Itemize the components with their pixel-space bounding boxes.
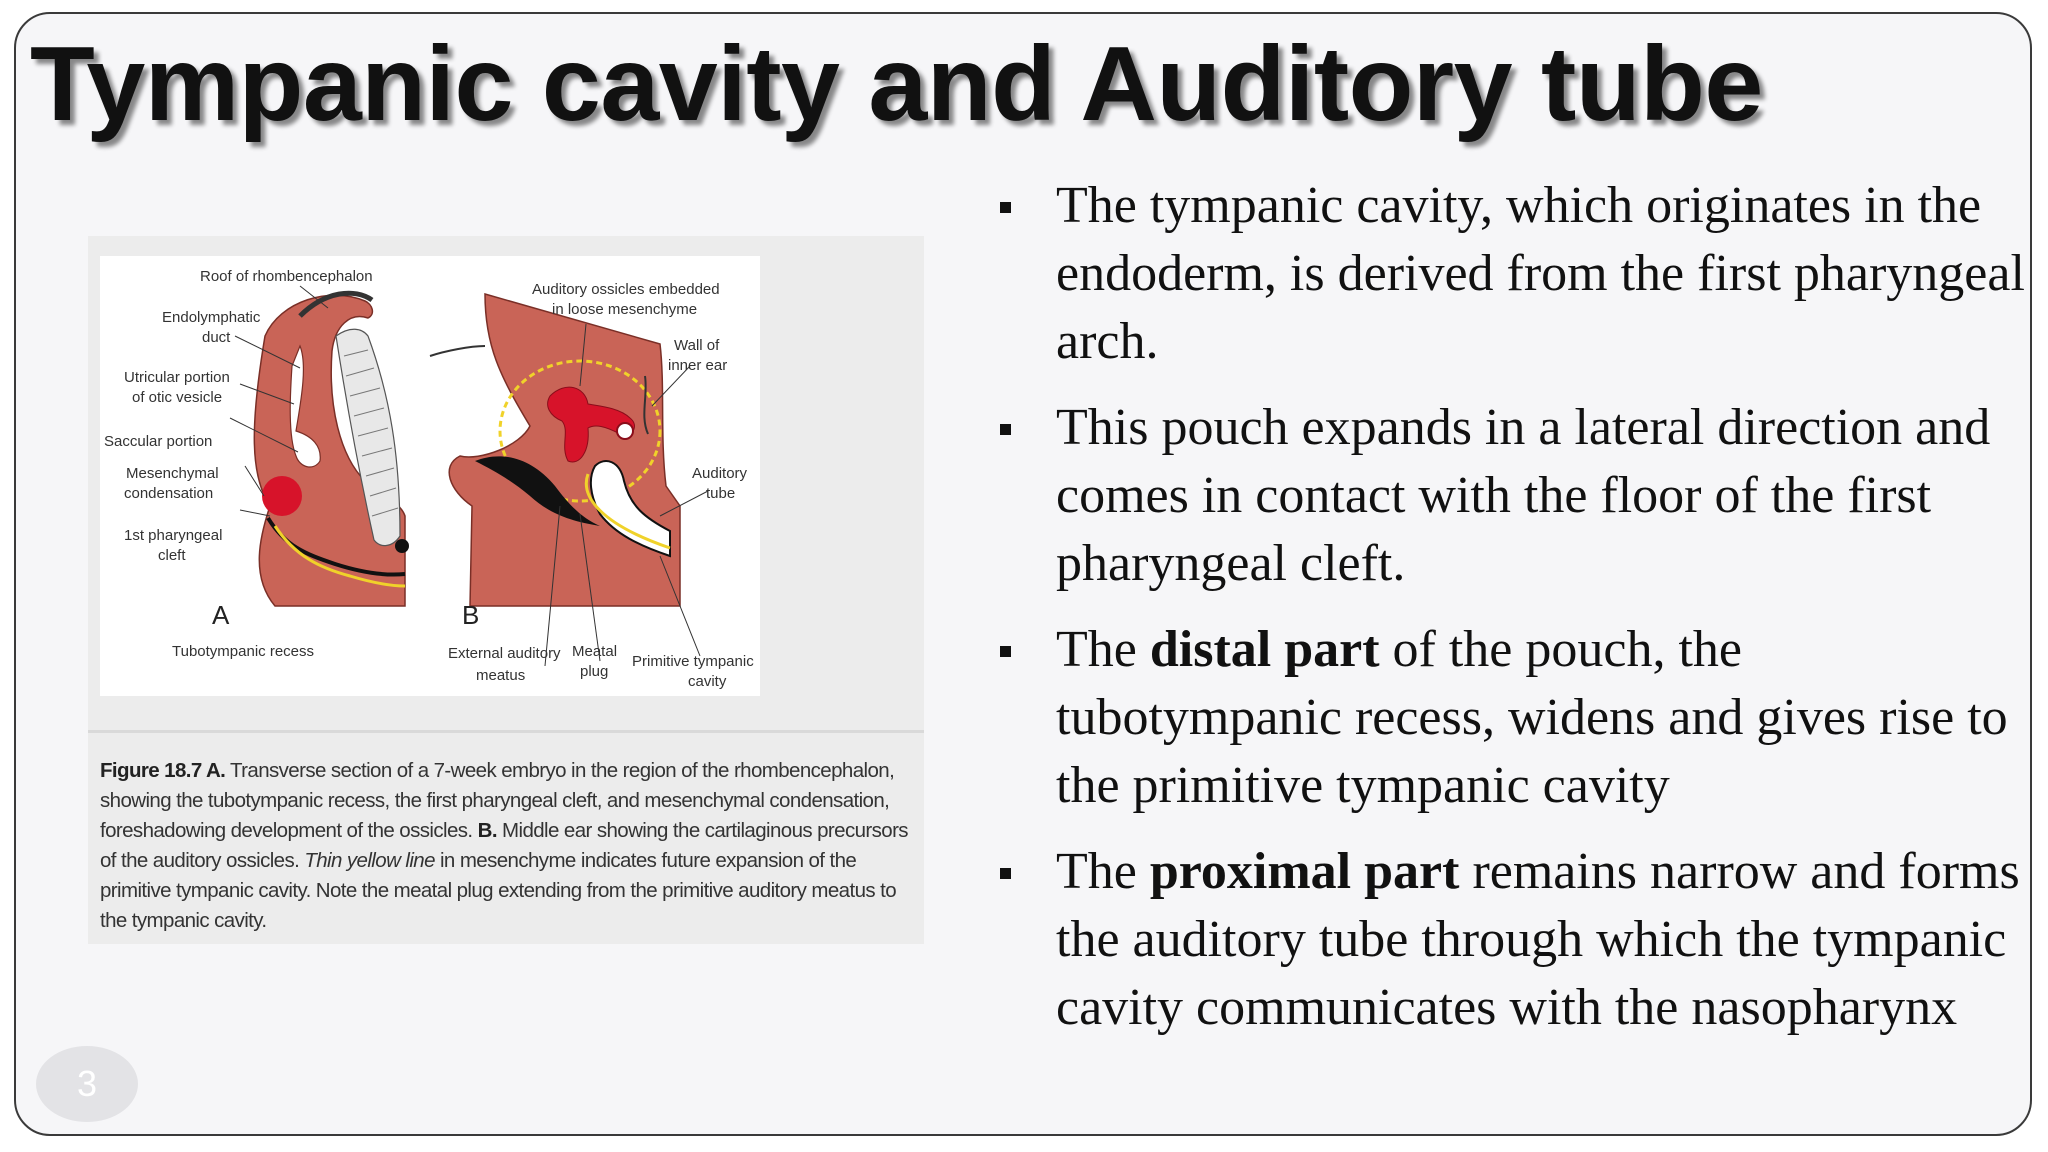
panel-a-drawing — [253, 290, 409, 607]
bullet-item: The tympanic cavity, which originates in… — [986, 172, 2026, 376]
label-roof: Roof of rhombencephalon — [200, 268, 373, 285]
caption-figure-label: Figure 18.7 A. — [100, 759, 226, 782]
label-mesenchymal-1: Mesenchymal — [126, 465, 219, 482]
slide-title: Tympanic cavity and Auditory tube — [30, 25, 1763, 143]
slide-number: 3 — [36, 1046, 138, 1122]
otic-vesicle — [289, 344, 321, 468]
label-auditory-1: Auditory — [692, 465, 748, 482]
mesenchymal-condensation — [262, 476, 302, 516]
slide: Tympanic cavity and Auditory tube — [14, 12, 2032, 1136]
figure-caption: Figure 18.7 A. Transverse section of a 7… — [100, 756, 910, 936]
label-wall-2: inner ear — [668, 357, 727, 374]
label-auditory-2: tube — [706, 485, 735, 502]
label-pharyngeal-2: cleft — [158, 547, 186, 564]
bullet-text: This pouch expands in a lateral directio… — [1056, 399, 1991, 592]
bullet-item: The distal part of the pouch, the tuboty… — [986, 616, 2026, 820]
figure-illustration: Roof of rhombencephalon Endolymphatic du… — [100, 256, 760, 696]
bullet-item: The proximal part remains narrow and for… — [986, 838, 2026, 1042]
leader-lines — [229, 285, 709, 667]
label-panel-a: A — [212, 600, 230, 630]
inner-ear-wall — [643, 375, 649, 435]
caption-text-c: in mesenchyme indicates future expansion… — [100, 849, 897, 932]
label-endolymphatic-2: duct — [202, 329, 231, 346]
hatch-lines — [343, 349, 399, 517]
label-pharyngeal-1: 1st pharyngeal — [124, 527, 222, 544]
bullet-text: remains narrow and forms the auditory tu… — [1056, 843, 2020, 1036]
embryo-diagram: Roof of rhombencephalon Endolymphatic du… — [104, 268, 754, 690]
stapes-footplate — [616, 422, 634, 440]
ossicles — [547, 386, 635, 463]
label-ossicles-2: in loose mesenchyme — [552, 301, 697, 318]
bullet-list: The tympanic cavity, which originates in… — [986, 172, 2026, 1060]
recess-line — [273, 525, 406, 588]
label-primitive-1: Primitive tympanic — [632, 653, 754, 670]
caption-text-b: Middle ear showing the cartilaginous pre… — [100, 819, 909, 872]
caption-text-a: Transverse section of a 7-week embryo in… — [100, 759, 895, 842]
panel-b-drawing — [429, 293, 681, 607]
label-utricular-2: of otic vesicle — [132, 389, 222, 406]
label-external-2: meatus — [476, 667, 525, 684]
label-endolymphatic-1: Endolymphatic — [162, 309, 261, 326]
label-primitive-2: cavity — [688, 673, 727, 690]
meatal-plug — [475, 456, 600, 526]
square-bullet-icon — [1000, 868, 1011, 879]
label-meatal-1: Meatal — [572, 643, 617, 660]
bullet-item: This pouch expands in a lateral directio… — [986, 394, 2026, 598]
panel-a-dot — [395, 539, 409, 553]
roof-line — [298, 290, 374, 318]
label-utricular-1: Utricular portion — [124, 369, 230, 386]
bullet-text: The — [1056, 621, 1150, 678]
bullet-text: The — [1056, 843, 1150, 900]
bullet-bold-term: proximal part — [1149, 843, 1460, 900]
yellow-expansion-line — [498, 359, 662, 503]
label-tubotympanic: Tubotympanic recess — [172, 643, 314, 660]
label-saccular: Saccular portion — [104, 433, 212, 450]
label-wall-1: Wall of — [674, 337, 720, 354]
bullet-text: of the pouch, the tubotympanic recess, w… — [1056, 621, 2008, 814]
square-bullet-icon — [1000, 202, 1011, 213]
label-ossicles-1: Auditory ossicles embedded — [532, 281, 720, 298]
panel-b-edge — [429, 345, 486, 357]
square-bullet-icon — [1000, 646, 1011, 657]
bullet-bold-term: distal part — [1149, 621, 1380, 678]
figure-divider — [88, 730, 924, 733]
label-external-1: External auditory — [448, 645, 561, 662]
caption-b-label: B. — [477, 819, 498, 842]
auditory-tube-line — [584, 473, 671, 550]
label-panel-b: B — [462, 600, 479, 630]
label-mesenchymal-2: condensation — [124, 485, 213, 502]
figure-panel: Roof of rhombencephalon Endolymphatic du… — [88, 236, 924, 944]
bullet-text: The tympanic cavity, which originates in… — [1056, 177, 2025, 370]
square-bullet-icon — [1000, 424, 1011, 435]
label-meatal-2: plug — [580, 663, 608, 680]
caption-italic: Thin yellow line — [304, 849, 435, 872]
